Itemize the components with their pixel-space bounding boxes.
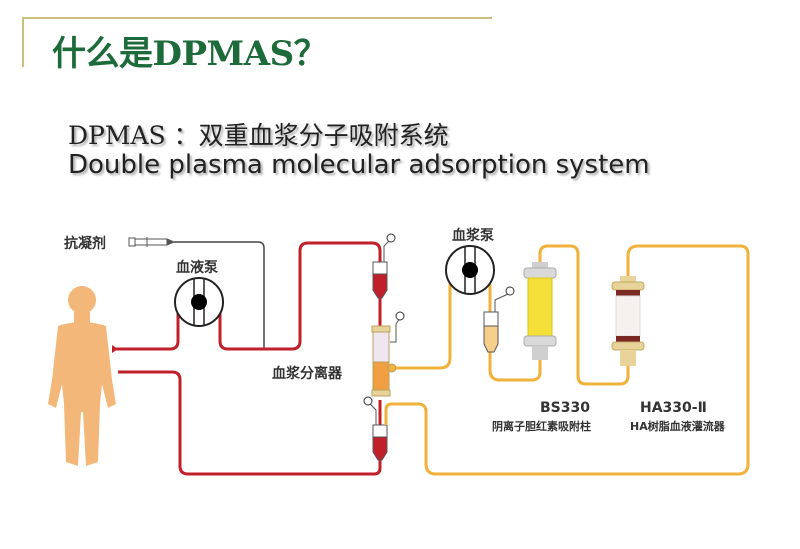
blood-pump-label: 血液泵	[176, 259, 218, 276]
bs330-description-label: 阴离子胆红素吸附柱	[492, 419, 591, 433]
plasma-circuit	[384, 244, 750, 476]
human-figure-icon	[48, 286, 116, 466]
ha330-model-label: HA330-Ⅱ	[640, 400, 707, 416]
anticoagulant-label: 抗凝剂	[64, 235, 106, 252]
bs330-model-label: BS330	[540, 400, 590, 416]
ha330-description-label: HA树脂血液灌流器	[630, 419, 726, 433]
slide-frame-top	[22, 17, 492, 19]
plasma-pump-icon	[445, 245, 495, 295]
plasma-separator-label: 血浆分离器	[272, 365, 343, 382]
arterial-drip-chamber-icon	[372, 233, 396, 299]
syringe-icon	[128, 237, 176, 247]
plasma-separator-icon	[371, 311, 405, 397]
bs330-adsorption-column-icon	[523, 262, 557, 360]
venous-drip-chamber-icon	[363, 396, 388, 461]
plasma-pump-label: 血浆泵	[452, 227, 494, 244]
plasma-drip-chamber-icon	[483, 286, 515, 353]
blood-out-arrow	[112, 345, 118, 353]
subtitle-english: Double plasma molecular adsorption syste…	[68, 150, 650, 180]
blood-pump-icon	[174, 277, 224, 327]
slide-frame-left	[22, 17, 24, 67]
ha330-perfusion-column-icon	[611, 276, 645, 366]
slide-title: 什么是DPMAS？	[52, 34, 328, 74]
blood-circuit	[114, 241, 382, 476]
anticoagulant-line	[174, 241, 265, 349]
subtitle-chinese: DPMAS ：双重血浆分子吸附系统	[68, 121, 449, 150]
